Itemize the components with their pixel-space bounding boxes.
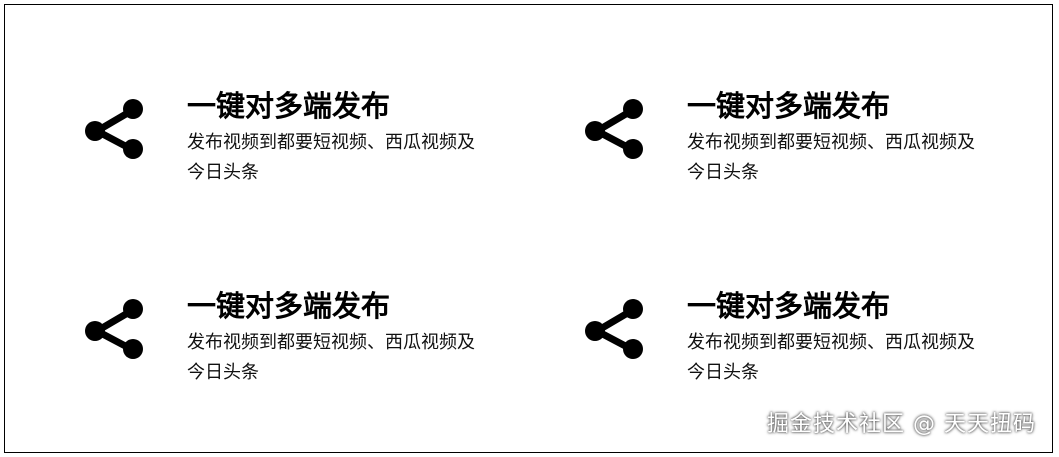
feature-title: 一键对多端发布 <box>187 89 391 123</box>
feature-description: 发布视频到都要短视频、西瓜视频及今日头条 <box>687 332 975 383</box>
feature-description: 发布视频到都要短视频、西瓜视频及今日头条 <box>187 332 475 383</box>
feature-card: 一键对多端发布 发布视频到都要短视频、西瓜视频及今日头条 <box>585 89 1005 189</box>
share-icon <box>585 297 645 361</box>
feature-card: 一键对多端发布 发布视频到都要短视频、西瓜视频及今日头条 <box>85 89 505 189</box>
feature-panel: 一键对多端发布 发布视频到都要短视频、西瓜视频及今日头条 一键对多端发布 发布视… <box>4 4 1053 453</box>
share-icon <box>85 297 145 361</box>
feature-title: 一键对多端发布 <box>687 89 891 123</box>
feature-description: 发布视频到都要短视频、西瓜视频及今日头条 <box>187 132 475 183</box>
feature-card: 一键对多端发布 发布视频到都要短视频、西瓜视频及今日头条 <box>85 289 505 389</box>
share-icon <box>585 97 645 161</box>
feature-card: 一键对多端发布 发布视频到都要短视频、西瓜视频及今日头条 <box>585 289 1005 389</box>
share-icon <box>85 97 145 161</box>
watermark: 掘金技术社区 @ 天天扭码 <box>767 412 1036 437</box>
feature-title: 一键对多端发布 <box>687 289 891 323</box>
feature-description: 发布视频到都要短视频、西瓜视频及今日头条 <box>687 132 975 183</box>
feature-title: 一键对多端发布 <box>187 289 391 323</box>
